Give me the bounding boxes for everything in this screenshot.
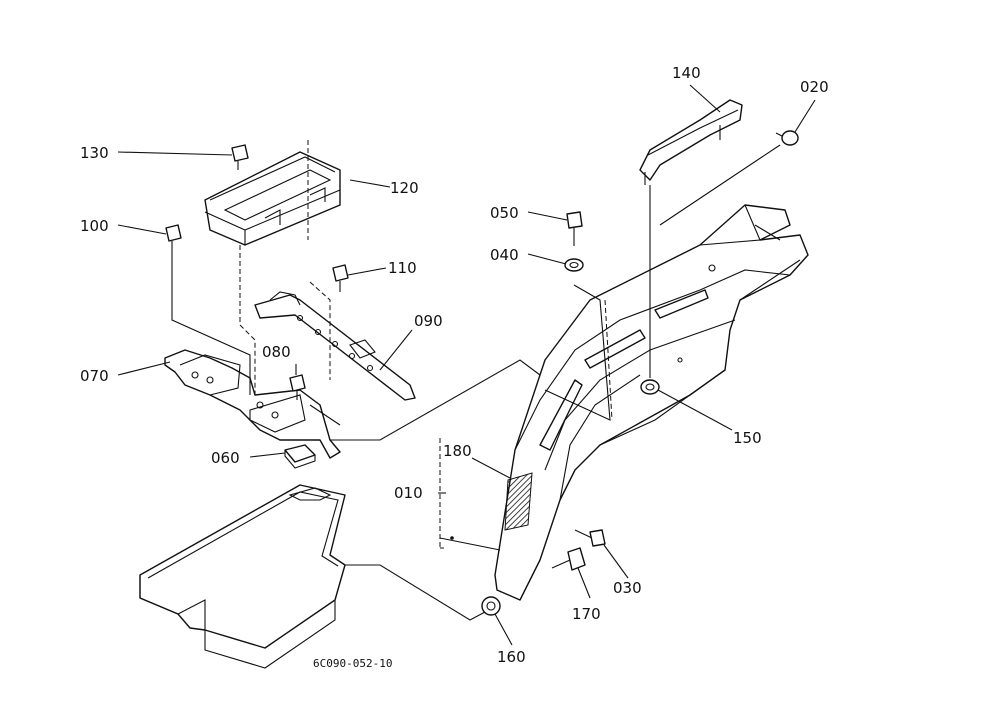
label-130: 130 (80, 144, 109, 162)
label-110: 110 (388, 259, 417, 277)
assembly-lines (171, 144, 781, 621)
tool-box-120 (204, 140, 341, 395)
label-170: 170 (572, 605, 601, 623)
bolt-080 (289, 374, 306, 400)
grommet-150 (640, 379, 660, 395)
label-020: 020 (800, 78, 829, 96)
bolt-170 (551, 547, 586, 571)
label-160: 160 (497, 648, 526, 666)
label-140: 140 (672, 64, 701, 82)
decal-part-180 (504, 472, 533, 531)
bolt-030 (574, 529, 606, 547)
label-030: 030 (613, 579, 642, 597)
bolt-110 (332, 264, 349, 292)
label-100: 100 (80, 217, 109, 235)
bolt-130 (231, 144, 249, 170)
label-040: 040 (490, 246, 519, 264)
label-050: 050 (490, 204, 519, 222)
label-060: 060 (211, 449, 240, 467)
bracket-090 (254, 291, 416, 401)
fender (494, 204, 809, 601)
label-070: 070 (80, 367, 109, 385)
label-180: 180 (443, 442, 472, 460)
label-090: 090 (414, 312, 443, 330)
diagram-code: 6C090-052-10 (313, 657, 392, 670)
label-120: 120 (390, 179, 419, 197)
label-150: 150 (733, 429, 762, 447)
label-080: 080 (262, 343, 291, 361)
grommet-160 (481, 596, 501, 616)
nut-060 (284, 444, 316, 469)
floor-mat (139, 484, 346, 669)
handle-140 (639, 99, 743, 185)
bracket-070 (164, 349, 341, 459)
bolt-100 (165, 224, 182, 258)
grommet-020 (775, 130, 799, 146)
leader-lines (117, 84, 816, 646)
label-010: 010 (394, 484, 423, 502)
bolt-050 (566, 211, 583, 246)
washer-040 (564, 258, 584, 272)
